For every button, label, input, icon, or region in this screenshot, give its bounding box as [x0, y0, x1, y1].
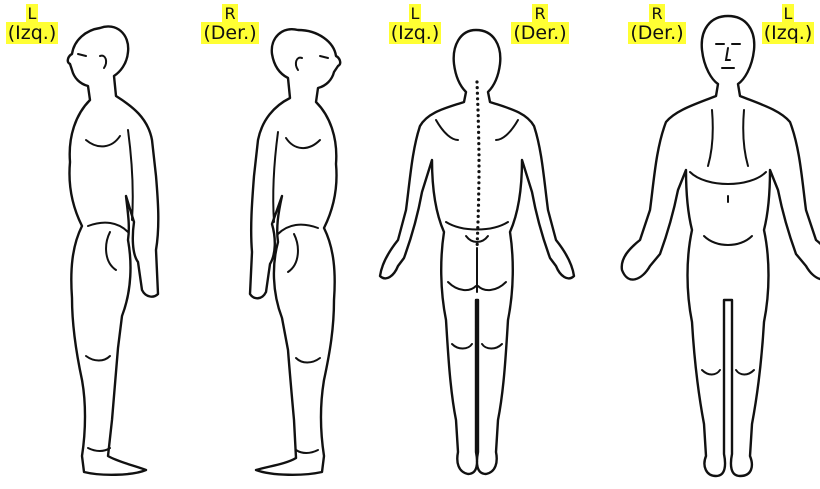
spine-dot — [477, 164, 480, 167]
spine-dot — [476, 220, 479, 223]
spine-dot — [476, 243, 479, 246]
label-side-left-letter: L — [26, 4, 39, 23]
spine-dot — [477, 181, 480, 184]
label-side-right-letter: R — [222, 4, 237, 23]
label-back-right: R (Der.) — [504, 6, 576, 43]
spine-dot — [477, 192, 480, 195]
spine-dot — [477, 198, 480, 201]
side-right-body-outline — [250, 29, 340, 475]
spine-dot — [477, 148, 480, 151]
label-front-right-word: (Der.) — [628, 22, 685, 44]
spine-dot — [477, 114, 480, 117]
spine-dot — [477, 215, 480, 218]
spine-dot — [477, 209, 480, 212]
label-side-left: L (Izq.) — [0, 6, 64, 43]
label-side-right: R (Der.) — [194, 6, 266, 43]
spine-dot — [476, 92, 479, 95]
spine-dot — [476, 237, 479, 240]
spine-dot — [476, 108, 479, 111]
label-back-right-letter: R — [532, 4, 547, 23]
figure-back-view — [380, 30, 574, 474]
spine-dot — [475, 80, 478, 83]
spine-dot — [476, 97, 479, 100]
label-side-right-word: (Der.) — [201, 22, 258, 44]
spine-dot — [476, 103, 479, 106]
spine-dot — [477, 136, 480, 139]
label-back-right-word: (Der.) — [511, 22, 568, 44]
figure-left-side-view — [68, 26, 158, 474]
spine-dot — [476, 226, 479, 229]
spine-dot — [477, 170, 480, 173]
spine-dot — [477, 204, 480, 207]
spine-dot — [476, 232, 479, 235]
spine-dot — [477, 131, 480, 134]
figure-right-side-view — [250, 29, 340, 475]
label-front-right-letter: R — [649, 4, 664, 23]
label-front-right: R (Der.) — [620, 6, 694, 43]
label-side-left-word: (Izq.) — [6, 22, 59, 44]
spine-dot — [477, 125, 480, 128]
spine-dot — [477, 187, 480, 190]
label-front-left-letter: L — [782, 4, 795, 23]
side-left-body-outline — [68, 26, 158, 474]
spine-dot — [477, 176, 480, 179]
spine-dot — [477, 120, 480, 123]
spine-dot — [477, 142, 480, 145]
spine-dot — [476, 86, 479, 89]
front-body-outline — [622, 16, 820, 476]
spine-dot — [477, 159, 480, 162]
label-front-left-word: (Izq.) — [762, 22, 815, 44]
figure-front-view — [622, 16, 820, 476]
spine-dot — [477, 153, 480, 156]
label-back-left: L (Izq.) — [380, 6, 450, 43]
label-front-left: L (Izq.) — [756, 6, 820, 43]
label-back-left-word: (Izq.) — [389, 22, 442, 44]
label-back-left-letter: L — [409, 4, 422, 23]
